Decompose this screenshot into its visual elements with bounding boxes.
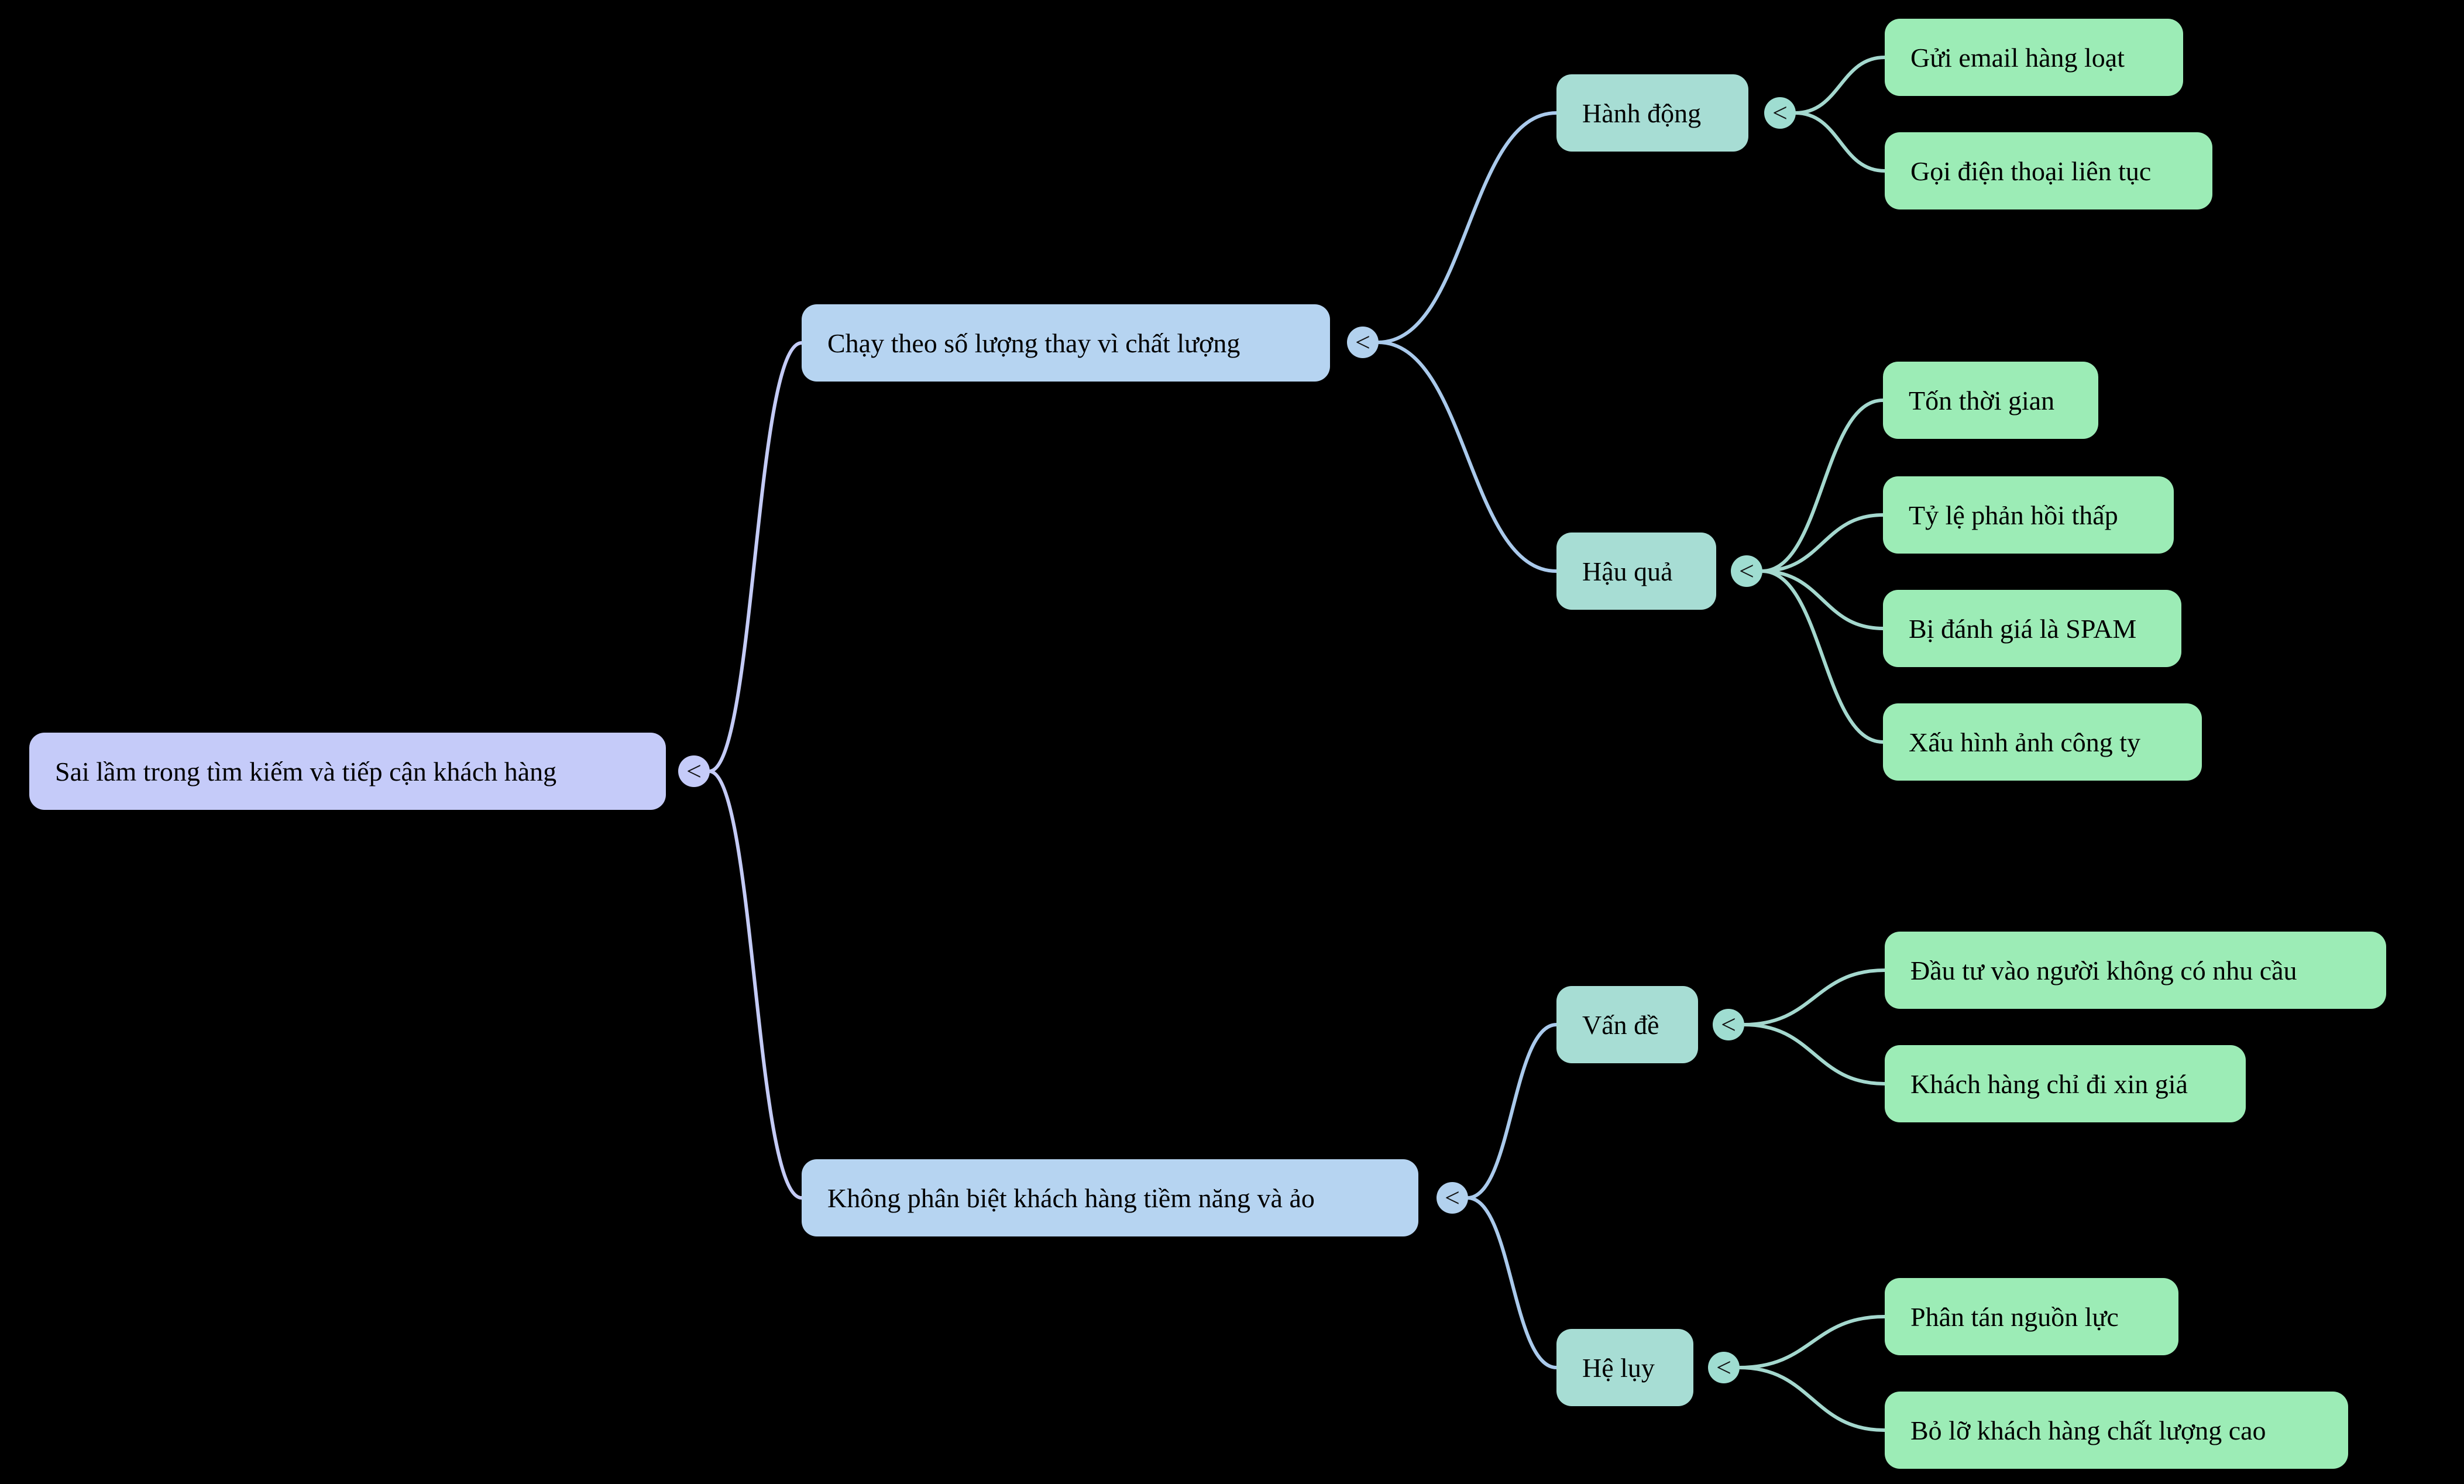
node-category-action[interactable]: Hành động [1556, 74, 1748, 152]
node-leaf-scattered-resources[interactable]: Phân tán nguồn lực [1885, 1278, 2178, 1355]
collapse-icon: < [1445, 1183, 1460, 1212]
collapse-icon: < [686, 756, 702, 786]
node-label: Sai lầm trong tìm kiếm và tiếp cận khách… [55, 756, 557, 786]
edge-branch1-hanhdong [1376, 111, 1558, 344]
node-label: Chạy theo số lượng thay vì chất lượng [827, 328, 1240, 358]
node-leaf-marked-spam[interactable]: Bị đánh giá là SPAM [1883, 590, 2181, 667]
collapse-icon: < [1355, 327, 1370, 357]
edge-hauqua-leaf3 [1760, 569, 1885, 630]
node-label: Phân tán nguồn lực [1910, 1301, 2119, 1332]
edge-heluy-leaf1 [1737, 1315, 1886, 1369]
collapse-icon: < [1721, 1009, 1736, 1039]
collapse-icon: < [1716, 1352, 1731, 1382]
node-label: Không phân biệt khách hàng tiềm năng và … [827, 1183, 1315, 1213]
node-branch-quantity-over-quality[interactable]: Chạy theo số lượng thay vì chất lượng [802, 304, 1330, 382]
node-leaf-constant-calls[interactable]: Gọi điện thoại liên tục [1885, 132, 2212, 209]
edge-branch2-heluy [1466, 1196, 1558, 1369]
node-label: Hệ lụy [1582, 1352, 1655, 1383]
node-category-implication[interactable]: Hệ lụy [1556, 1329, 1693, 1406]
collapse-button-problem[interactable]: < [1713, 1009, 1744, 1040]
collapse-icon: < [1772, 98, 1788, 128]
node-leaf-low-response[interactable]: Tỷ lệ phản hồi thấp [1883, 476, 2174, 554]
node-label: Bỏ lỡ khách hàng chất lượng cao [1910, 1415, 2266, 1445]
collapse-button-branch2[interactable]: < [1437, 1182, 1468, 1214]
node-label: Đầu tư vào người không có nhu cầu [1910, 955, 2297, 985]
collapse-icon: < [1739, 556, 1754, 586]
node-label: Hậu quả [1582, 556, 1673, 586]
edge-heluy-leaf2 [1737, 1366, 1886, 1432]
node-label: Khách hàng chỉ đi xin giá [1910, 1069, 2188, 1099]
node-leaf-price-shoppers[interactable]: Khách hàng chỉ đi xin giá [1885, 1045, 2246, 1122]
node-label: Gọi điện thoại liên tục [1910, 156, 2152, 186]
collapse-button-implication[interactable]: < [1708, 1352, 1740, 1383]
node-leaf-invest-no-need[interactable]: Đầu tư vào người không có nhu cầu [1885, 932, 2386, 1009]
node-label: Tốn thời gian [1909, 385, 2055, 415]
node-label: Bị đánh giá là SPAM [1909, 613, 2137, 644]
edge-branch2-vande [1466, 1023, 1558, 1200]
node-label: Xấu hình ảnh công ty [1909, 727, 2141, 757]
node-leaf-bad-image[interactable]: Xấu hình ảnh công ty [1883, 703, 2202, 781]
node-category-consequence[interactable]: Hậu quả [1556, 533, 1716, 610]
collapse-button-consequence[interactable]: < [1731, 555, 1762, 587]
node-leaf-time-waste[interactable]: Tốn thời gian [1883, 362, 2098, 439]
edge-root-branch1 [707, 341, 803, 773]
edge-hanhdong-leaf2 [1793, 111, 1886, 173]
edge-hanhdong-leaf1 [1793, 56, 1886, 115]
edge-branch1-hauqua [1376, 341, 1558, 573]
edge-root-branch2 [707, 770, 803, 1200]
node-root[interactable]: Sai lầm trong tìm kiếm và tiếp cận khách… [29, 733, 666, 810]
node-label: Tỷ lệ phản hồi thấp [1909, 500, 2118, 530]
node-label: Vấn đề [1582, 1009, 1659, 1040]
node-leaf-mass-email[interactable]: Gửi email hàng loạt [1885, 19, 2183, 96]
node-label: Gửi email hàng loạt [1910, 42, 2125, 73]
node-label: Hành động [1582, 98, 1702, 128]
collapse-button-action[interactable]: < [1764, 97, 1796, 129]
edge-hauqua-leaf4 [1760, 569, 1885, 744]
collapse-button-root[interactable]: < [678, 755, 710, 787]
edge-hauqua-leaf1 [1760, 399, 1885, 573]
node-category-problem[interactable]: Vấn đề [1556, 986, 1698, 1063]
node-leaf-miss-quality-customers[interactable]: Bỏ lỡ khách hàng chất lượng cao [1885, 1392, 2348, 1469]
node-branch-no-customer-distinction[interactable]: Không phân biệt khách hàng tiềm năng và … [802, 1159, 1418, 1236]
edge-vande-leaf1 [1742, 968, 1886, 1026]
edge-vande-leaf2 [1742, 1023, 1886, 1085]
collapse-button-branch1[interactable]: < [1347, 327, 1379, 358]
edge-hauqua-leaf2 [1760, 513, 1885, 573]
